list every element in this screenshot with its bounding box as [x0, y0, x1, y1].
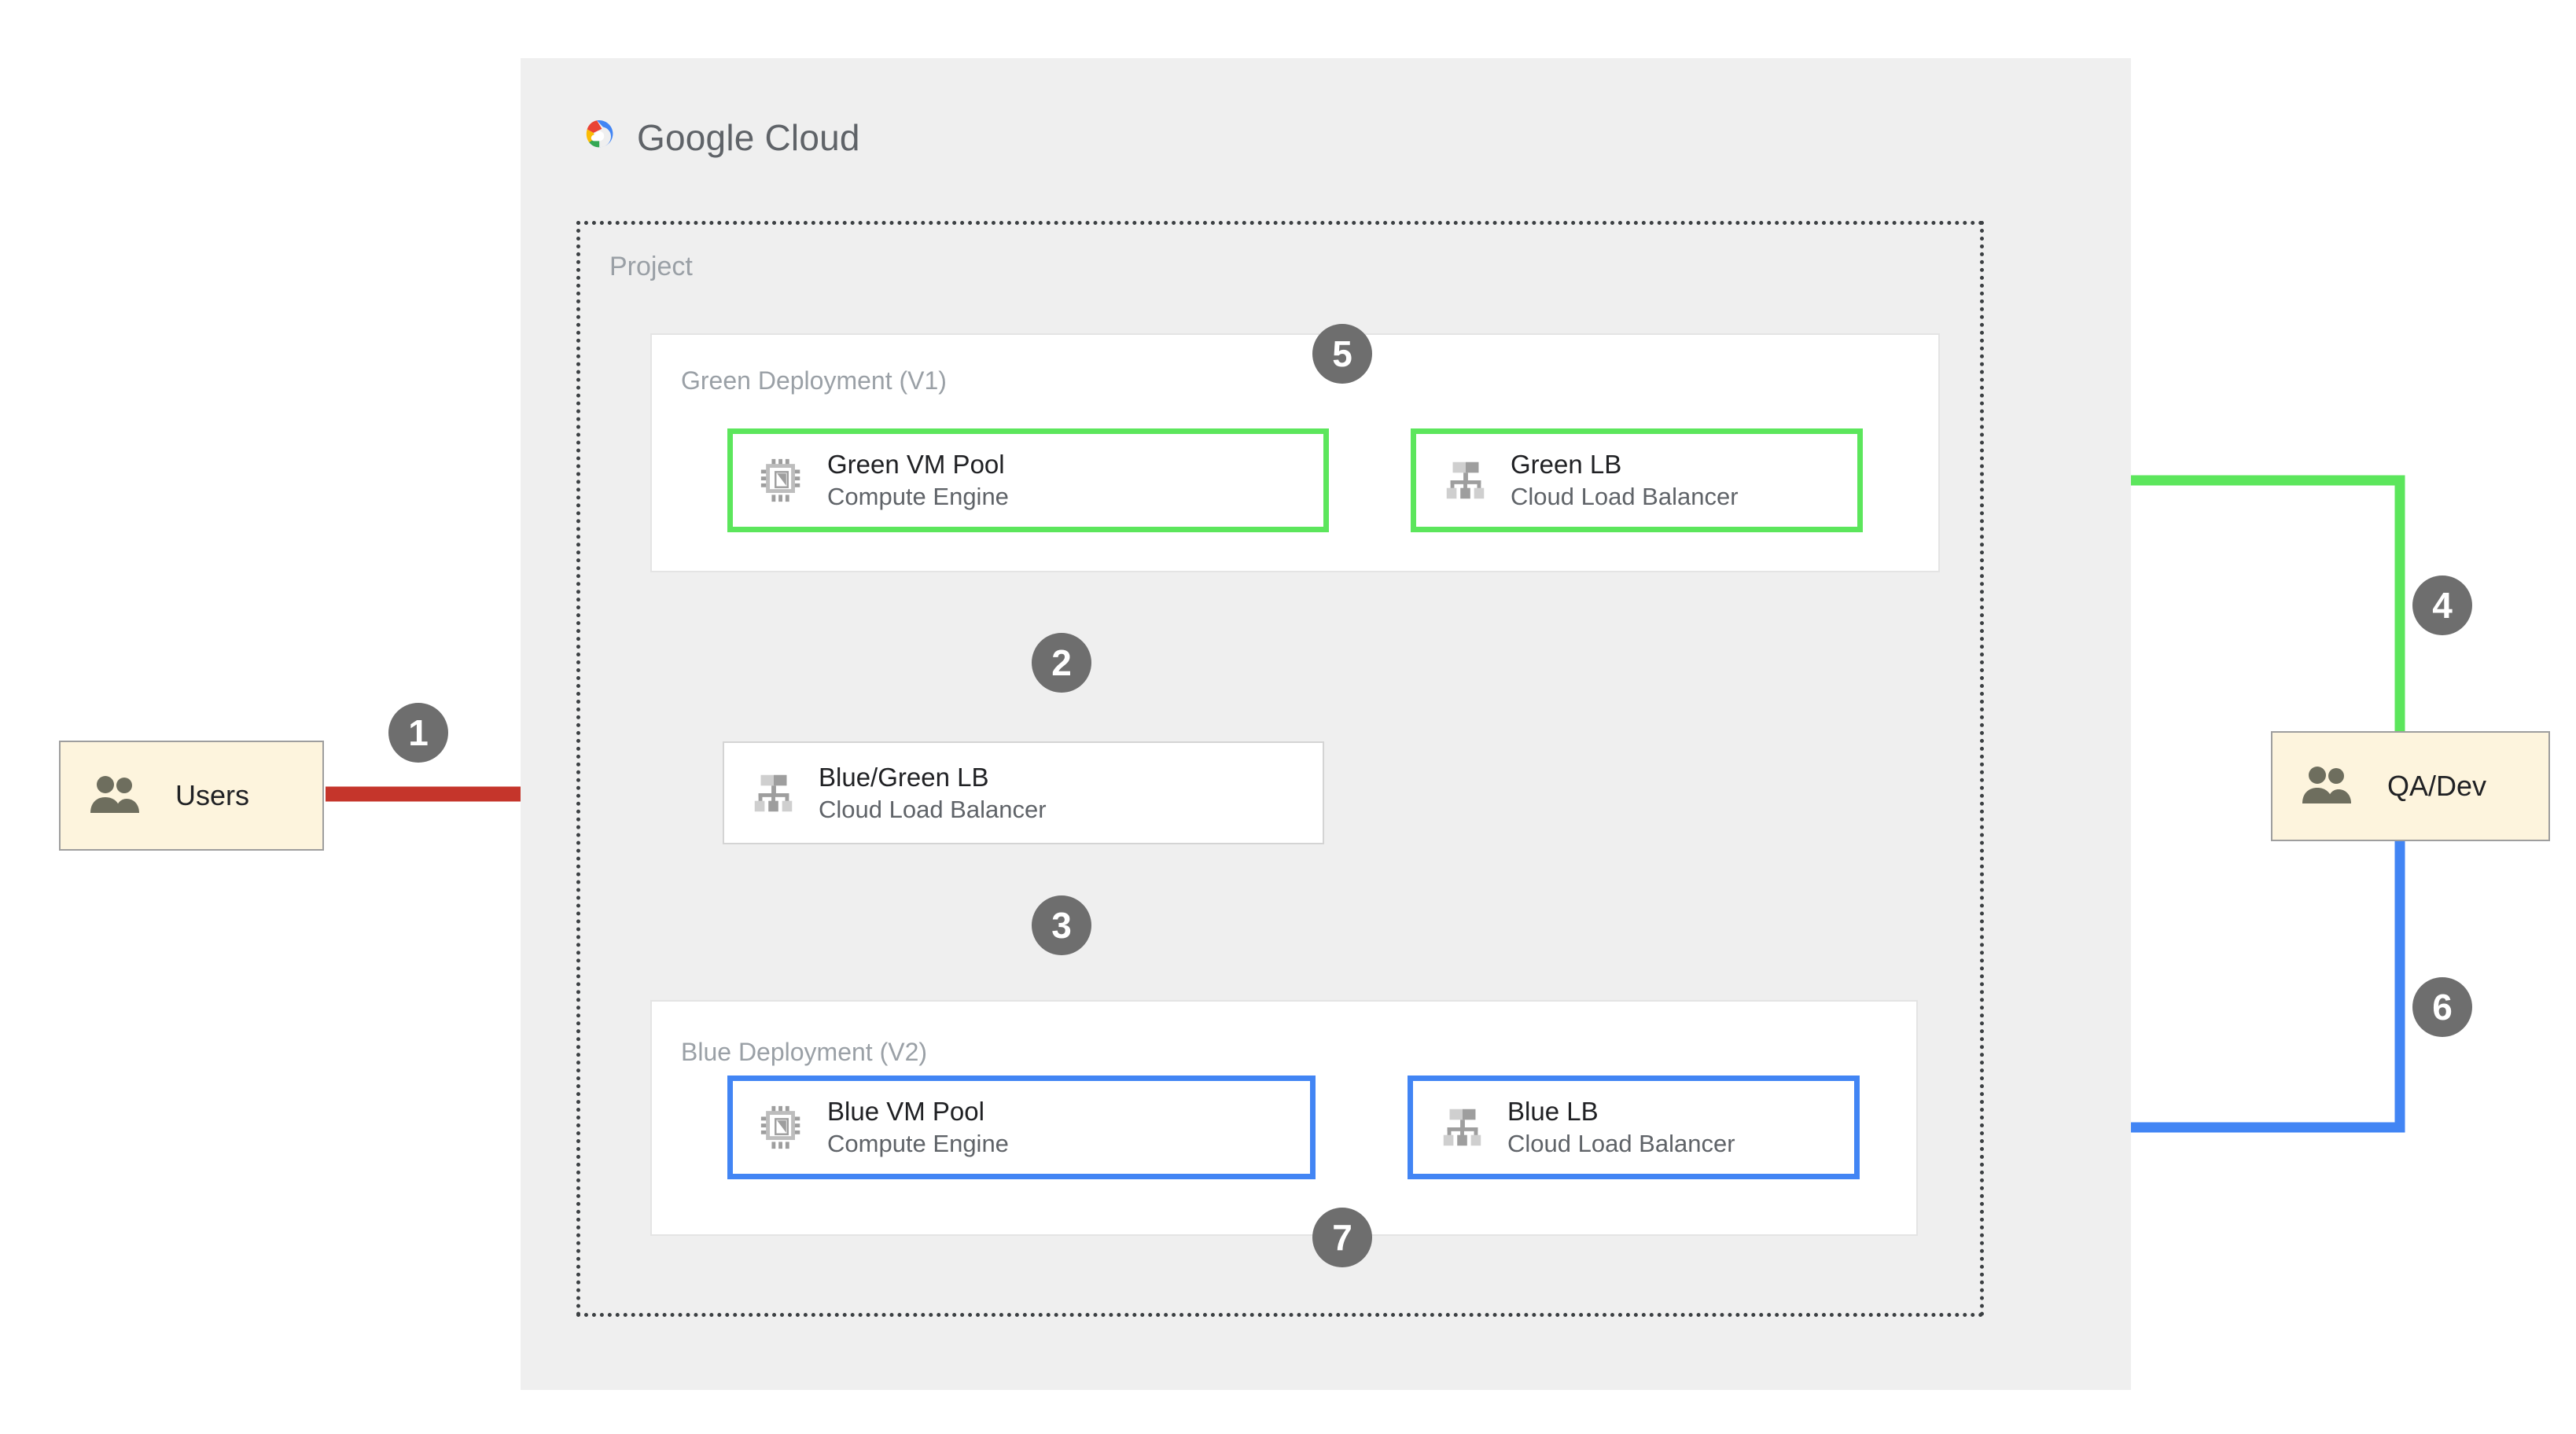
node-title: Green LB: [1511, 450, 1622, 480]
step-badge-7: 7: [1312, 1208, 1372, 1267]
node-blue-lb[interactable]: Blue LB Cloud Load Balancer: [1408, 1076, 1860, 1179]
step-badge-3: 3: [1032, 895, 1091, 955]
green-deployment-label: Green Deployment (V1): [681, 366, 947, 395]
cloud-load-balancer-icon: [1443, 1109, 1481, 1146]
google-cloud-brand-lockup: Google Cloud: [574, 106, 936, 169]
google-cloud-brand-label: Google Cloud: [637, 117, 860, 158]
node-subtitle: Cloud Load Balancer: [1511, 483, 1739, 511]
node-green-vm-pool-text: Green VM Pool Compute Engine: [827, 450, 1009, 511]
node-title: Blue VM Pool: [827, 1097, 984, 1127]
actor-qa-dev[interactable]: QA/Dev: [2271, 731, 2550, 841]
node-subtitle: Cloud Load Balancer: [819, 795, 1047, 823]
node-title: Blue/Green LB: [819, 762, 989, 792]
compute-engine-chip-icon: [760, 1105, 800, 1149]
google-cloud-logo-icon: [586, 120, 613, 148]
step-badge-6: 6: [2412, 977, 2472, 1037]
cloud-load-balancer-icon: [1446, 461, 1485, 499]
step-badge-2: 2: [1032, 633, 1091, 693]
node-title: Green VM Pool: [827, 450, 1005, 480]
node-green-lb[interactable]: Green LB Cloud Load Balancer: [1411, 428, 1863, 532]
compute-engine-chip-icon: [760, 458, 800, 502]
people-group-icon: [90, 776, 139, 813]
people-group-icon: [2302, 767, 2351, 803]
step-badge-4: 4: [2412, 575, 2472, 635]
step-badge-1: 1: [388, 703, 448, 763]
node-blue-vm-pool[interactable]: Blue VM Pool Compute Engine: [727, 1076, 1316, 1179]
actor-users-label: Users: [175, 779, 250, 811]
project-label: Project: [609, 252, 693, 281]
node-green-vm-pool[interactable]: Green VM Pool Compute Engine: [727, 428, 1329, 532]
node-subtitle: Compute Engine: [827, 483, 1009, 511]
project-container: [576, 221, 1984, 1317]
actor-qa-dev-label: QA/Dev: [2387, 770, 2487, 802]
node-bluegreen-lb[interactable]: Blue/Green LB Cloud Load Balancer: [723, 741, 1324, 844]
node-title: Blue LB: [1507, 1097, 1599, 1127]
actor-users[interactable]: Users: [59, 741, 324, 851]
node-bluegreen-lb-text: Blue/Green LB Cloud Load Balancer: [819, 763, 1047, 824]
node-subtitle: Cloud Load Balancer: [1507, 1130, 1735, 1158]
step-badge-5: 5: [1312, 324, 1372, 384]
node-blue-lb-text: Blue LB Cloud Load Balancer: [1507, 1097, 1735, 1158]
cloud-load-balancer-icon: [754, 774, 793, 811]
node-blue-vm-pool-text: Blue VM Pool Compute Engine: [827, 1097, 1009, 1158]
node-green-lb-text: Green LB Cloud Load Balancer: [1511, 450, 1739, 511]
node-subtitle: Compute Engine: [827, 1130, 1009, 1158]
blue-deployment-label: Blue Deployment (V2): [681, 1038, 928, 1066]
